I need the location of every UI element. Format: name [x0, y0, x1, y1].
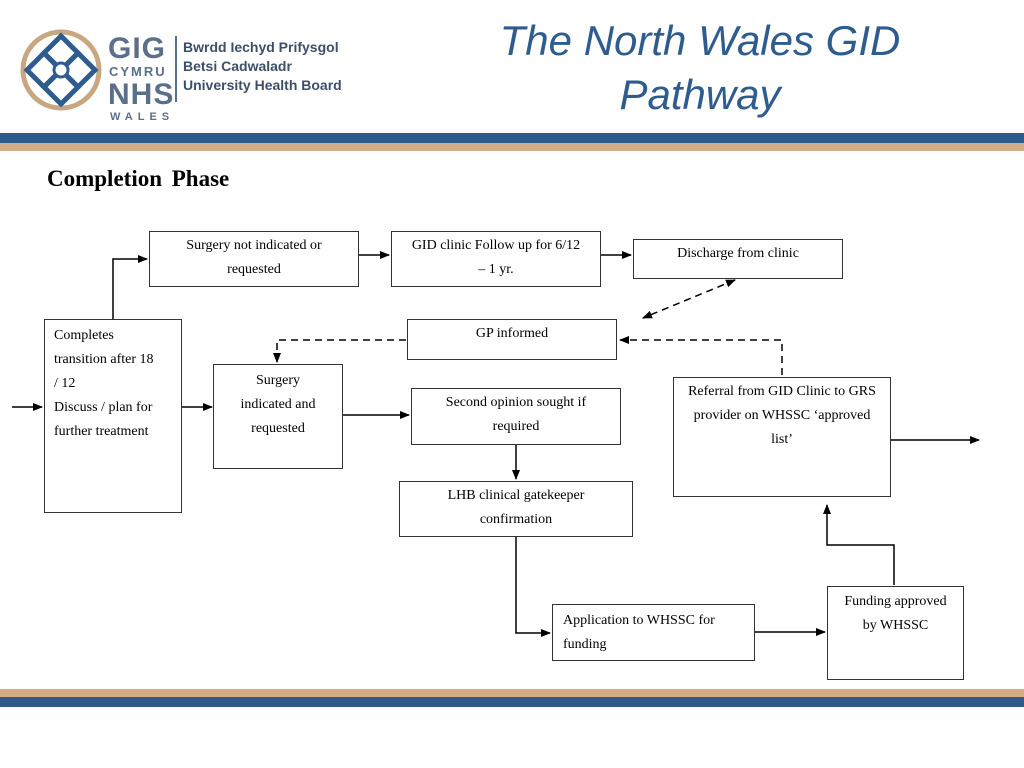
- box-application-whssc: Application to WHSSC for funding: [552, 604, 755, 661]
- health-board-name: Bwrdd Iechyd Prifysgol Betsi Cadwaladr U…: [183, 38, 342, 95]
- top-blue-band: [0, 133, 1024, 143]
- box-second-opinion: Second opinion sought if required: [411, 388, 621, 445]
- box-completes-text: Completes transition after 18 / 12 Discu…: [54, 328, 154, 439]
- box-referral-text: Referral from GID Clinic to GRS provider…: [688, 384, 876, 447]
- nhs-wales-logo: GIG CYMRU NHS WALES Bwrdd Iechyd Prifysg…: [18, 28, 348, 123]
- dashed-arrow-discharge-link: [642, 279, 736, 319]
- box-surgery-indicated: Surgery indicated and requested: [213, 364, 343, 469]
- box-gid-followup-text: GID clinic Follow up for 6/12 – 1 yr.: [411, 238, 581, 277]
- box-gp-informed: GP informed: [407, 319, 617, 360]
- page-title: The North Wales GID Pathway: [470, 14, 930, 122]
- bottom-blue-band: [0, 697, 1024, 707]
- box-discharge: Discharge from clinic: [633, 239, 843, 279]
- arrow-completes-to-surgery-not: [112, 255, 148, 319]
- box-application-text: Application to WHSSC for funding: [563, 613, 715, 652]
- bottom-tan-band: [0, 689, 1024, 697]
- top-tan-band: [0, 143, 1024, 151]
- dashed-arrow-gp-to-surgery: [273, 339, 406, 363]
- box-completes-transition: Completes transition after 18 / 12 Discu…: [44, 319, 182, 513]
- title-line-2: Pathway: [619, 71, 781, 118]
- logo-nhs-text: NHS: [108, 78, 175, 111]
- box-funding-approved: Funding approved by WHSSC: [827, 586, 964, 680]
- logo-divider: [175, 36, 177, 102]
- box-funding-text: Funding approved by WHSSC: [844, 594, 947, 633]
- dashed-arrow-referral-to-gp: [619, 336, 783, 375]
- logo-cymru-text: CYMRU: [109, 64, 167, 79]
- box-lhb-gatekeeper: LHB clinical gatekeeper confirmation: [399, 481, 633, 537]
- board-line-3: University Health Board: [183, 77, 342, 93]
- board-line-1: Bwrdd Iechyd Prifysgol: [183, 39, 339, 55]
- box-lhb-text: LHB clinical gatekeeper confirmation: [447, 488, 585, 527]
- box-surgery-not-indicated: Surgery not indicated or requested: [149, 231, 359, 287]
- box-second-opinion-text: Second opinion sought if required: [445, 395, 587, 434]
- arrow-funding-to-referral: [823, 504, 895, 585]
- logo-gig-text: GIG: [108, 32, 167, 65]
- arrow-lhb-to-application: [515, 537, 551, 637]
- nhs-wales-wordmark: GIG CYMRU NHS WALES: [108, 34, 174, 123]
- board-line-2: Betsi Cadwaladr: [183, 58, 292, 74]
- celtic-knot-icon: [20, 29, 102, 111]
- box-gid-followup: GID clinic Follow up for 6/12 – 1 yr.: [391, 231, 601, 287]
- box-discharge-text: Discharge from clinic: [677, 246, 799, 261]
- phase-heading: Completion Phase: [47, 166, 230, 191]
- logo-wales-text: WALES: [110, 111, 175, 123]
- box-surgery-indicated-text: Surgery indicated and requested: [240, 373, 316, 436]
- box-referral-grs: Referral from GID Clinic to GRS provider…: [673, 377, 891, 497]
- box-surgery-not-text: Surgery not indicated or requested: [186, 238, 322, 277]
- box-gp-informed-text: GP informed: [475, 326, 549, 341]
- title-line-1: The North Wales GID: [499, 17, 901, 64]
